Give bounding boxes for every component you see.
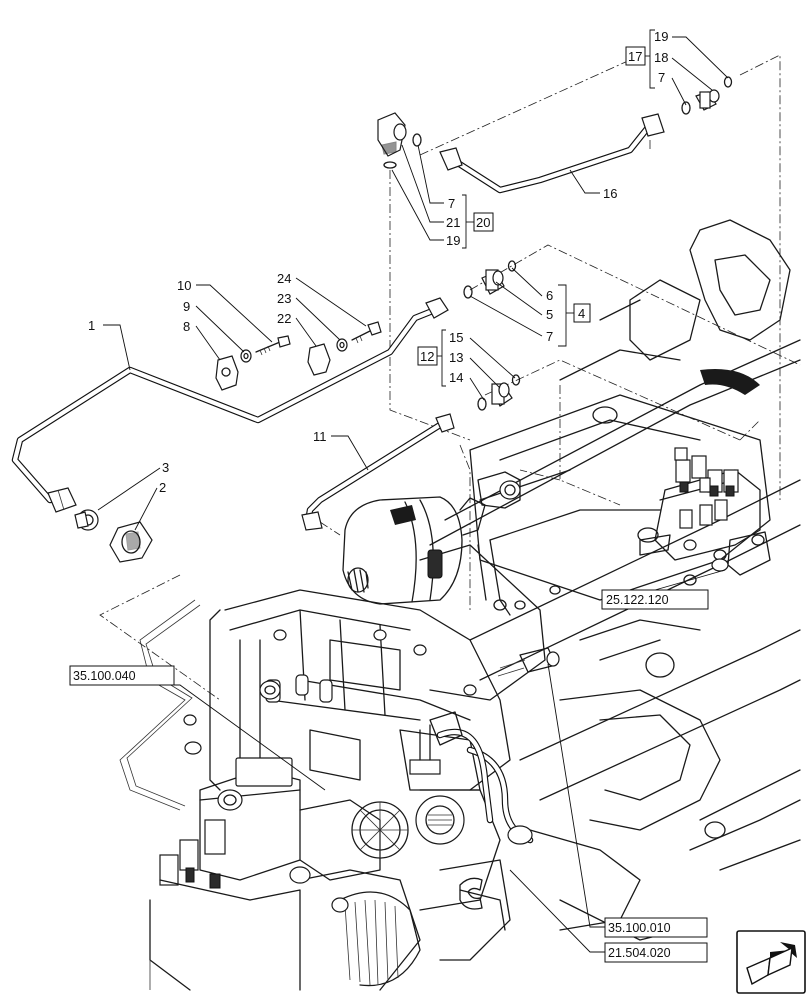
next-page-arrow-icon[interactable]: [736, 930, 806, 994]
washer-23: [336, 338, 348, 352]
callout-15: 15: [449, 330, 463, 345]
callout-19b: 19: [654, 29, 668, 44]
callout-9: 9: [183, 299, 190, 314]
callout-13: 13: [449, 350, 463, 365]
washer-9: [240, 349, 252, 363]
leaders: [97, 29, 729, 953]
fitting-group-17: [681, 76, 733, 115]
adapter-3: [74, 509, 99, 531]
callout-7a: 7: [448, 196, 455, 211]
transmission-assembly: [119, 589, 534, 991]
callout-21: 21: [446, 215, 460, 230]
callout-10: 10: [177, 278, 191, 293]
clamp-8: [215, 355, 239, 391]
callout-11: 11: [313, 429, 327, 444]
pipe-1: [11, 297, 449, 513]
accumulator: [342, 471, 521, 616]
callout-7b: 7: [546, 329, 553, 344]
callout-20: 20: [476, 215, 490, 230]
pipe-16: [439, 113, 665, 194]
fitting-group-4: [463, 260, 517, 299]
ref-35-100-040: 35.100.040: [73, 669, 136, 683]
callout-2: 2: [159, 480, 166, 495]
clamp-22: [307, 343, 331, 376]
pipe-11: [301, 413, 455, 531]
bolt-10: [255, 335, 291, 356]
ref-35-100-010: 35.100.010: [608, 921, 671, 935]
group-callouts: 20 4 12 17: [417, 46, 646, 366]
callout-22: 22: [277, 311, 291, 326]
tractor-frame-assembly: [419, 219, 801, 941]
callout-18: 18: [654, 50, 668, 65]
callout-12: 12: [420, 349, 434, 364]
callout-4: 4: [578, 306, 585, 321]
callout-5: 5: [546, 307, 553, 322]
fitting-group-12: [477, 374, 521, 411]
tee-fitting: [497, 647, 560, 677]
valve-block: [639, 447, 771, 576]
callout-14: 14: [449, 370, 463, 385]
callout-8: 8: [183, 319, 190, 334]
elbow-fitting-20: [377, 112, 422, 169]
callout-16: 16: [603, 186, 617, 201]
callout-17: 17: [628, 49, 642, 64]
callout-24: 24: [277, 271, 291, 286]
ref-25-122-120: 25.122.120: [606, 593, 669, 607]
callout-23: 23: [277, 291, 291, 306]
reference-boxes: 25.122.120 35.100.040 35.100.010 21.504.…: [69, 589, 709, 963]
callout-19a: 19: [446, 233, 460, 248]
callout-6: 6: [546, 288, 553, 303]
ref-21-504-020: 21.504.020: [608, 946, 671, 960]
callout-1: 1: [88, 318, 95, 333]
callout-7c: 7: [658, 70, 665, 85]
callout-labels: 1 3 2 10 9 8 24 23 22 11 16 7 21 19 6 5 …: [88, 29, 668, 495]
nut-2: [109, 521, 153, 563]
bolt-24: [351, 321, 382, 344]
callout-3: 3: [162, 460, 169, 475]
